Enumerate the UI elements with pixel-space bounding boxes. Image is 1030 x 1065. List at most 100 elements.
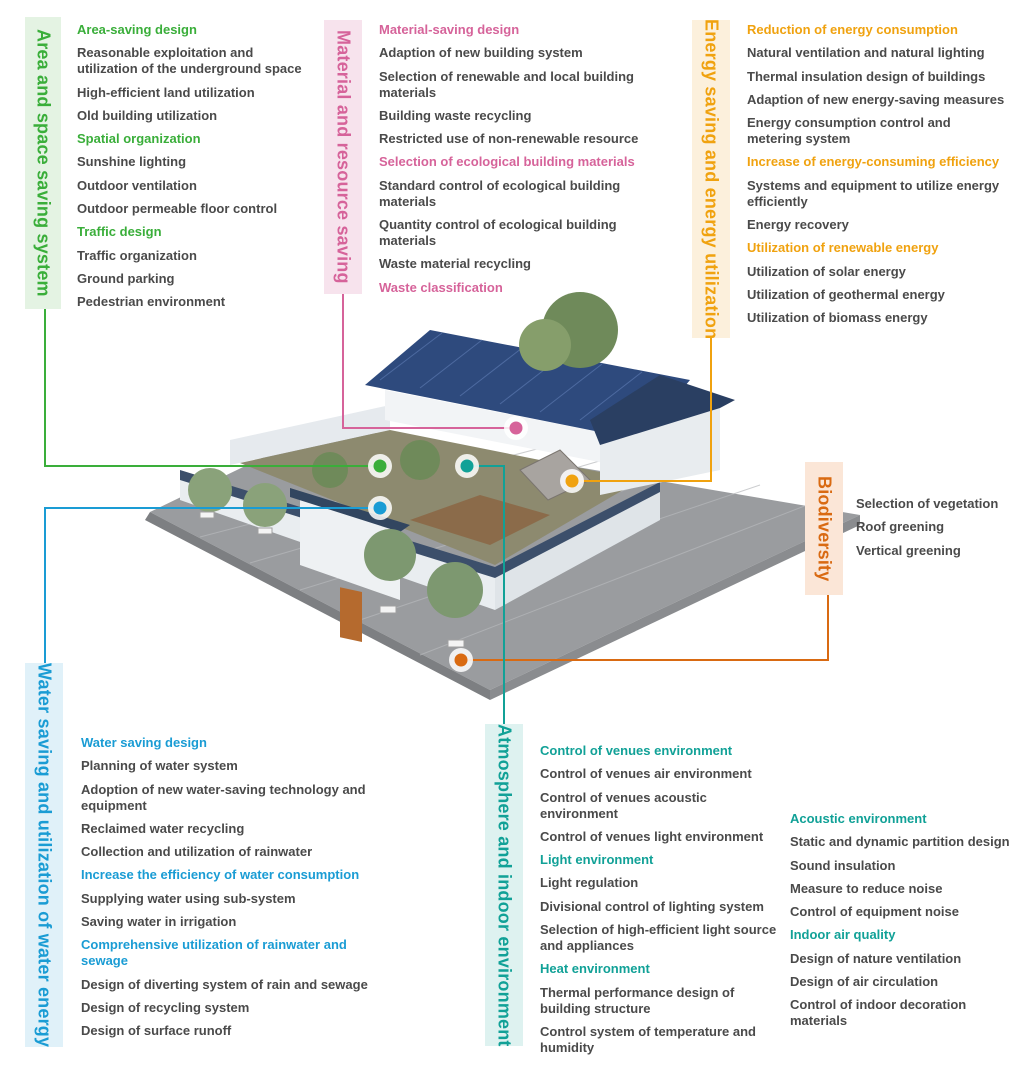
list-item: Saving water in irrigation — [81, 914, 237, 930]
energy-title: Energy saving and energy utilization — [701, 18, 722, 340]
left-wall — [230, 405, 390, 465]
atmos-title: Atmosphere and indoor environment — [494, 723, 515, 1047]
list-item: Natural ventilation and natural lighting — [747, 45, 985, 61]
wooden-door — [340, 587, 362, 642]
timber-deck — [410, 495, 550, 545]
category-heading: Increase the efficiency of water consump… — [81, 867, 360, 883]
category-heading: Traffic design — [77, 224, 162, 240]
area-connector-line — [44, 308, 380, 467]
list-item: Control of venues acoustic environment — [540, 789, 707, 821]
category-heading: Heat environment — [540, 961, 650, 977]
list-item: Thermal insulation design of buildings — [747, 68, 986, 84]
right-wall-cap — [495, 482, 660, 578]
list-item: Static and dynamic partition design — [790, 834, 1010, 850]
category-heading: Reduction of energy consumption — [747, 22, 958, 37]
list-item: Control of venues light environment — [540, 828, 764, 844]
water-connector-line — [44, 507, 380, 664]
list-item: Control of equipment noise — [790, 904, 959, 920]
tree-planters — [199, 511, 465, 648]
list-item: Energy consumption control and metering … — [747, 115, 951, 147]
list-item: Measure to reduce noise — [790, 880, 943, 896]
water-title-panel: Water saving and utilization of water en… — [25, 663, 63, 1047]
right-wall — [495, 490, 660, 610]
ground-edge — [145, 512, 490, 700]
area-title-panel: Area and space saving system — [25, 17, 61, 309]
list-item: Control of indoor decoration materials — [790, 997, 967, 1029]
roof-tiles — [379, 332, 673, 429]
list-item: Outdoor permeable floor control — [77, 201, 278, 217]
list-item: Utilization of biomass energy — [747, 310, 928, 326]
ground-edge-right — [490, 515, 860, 700]
list-item: Design of diverting system of rain and s… — [81, 976, 368, 992]
category-heading: Selection of ecological building materia… — [379, 154, 635, 170]
category-heading: Control of venues environment — [540, 743, 733, 758]
list-item: Adaption of new building system — [379, 45, 583, 61]
list-item: Pedestrian environment — [77, 294, 226, 310]
material-title-panel: Material and resource saving — [324, 20, 362, 294]
bio-connector-line — [461, 595, 829, 661]
category-heading: Acoustic environment — [790, 811, 927, 826]
area-title: Area and space saving system — [33, 29, 54, 297]
list-item: Selection of high-efficient light source… — [540, 922, 777, 954]
list-item: Thermal performance design of building s… — [540, 984, 735, 1016]
energy-connector-line — [572, 338, 712, 482]
list-item: Light regulation — [540, 875, 639, 891]
list-item: High-efficient land utilization — [77, 84, 255, 100]
list-item: Design of nature ventilation — [790, 950, 962, 966]
atmos-title-panel: Atmosphere and indoor environment — [485, 724, 523, 1046]
list-item: Standard control of ecological building … — [379, 177, 621, 209]
trees — [188, 292, 618, 618]
list-item: Selection of renewable and local buildin… — [379, 68, 634, 100]
list-item: Design of air circulation — [790, 974, 939, 990]
list-item: Divisional control of lighting system — [540, 898, 764, 914]
list-item: Collection and utilization of rainwater — [81, 844, 313, 860]
list-item: Selection of vegetation — [856, 496, 999, 511]
category-heading: Water saving design — [81, 735, 207, 750]
list-item: Old building utilization — [77, 107, 218, 123]
list-item: Outdoor ventilation — [77, 177, 197, 193]
list-item: Control of venues air environment — [540, 766, 752, 782]
list-item: Utilization of solar energy — [747, 263, 906, 279]
list-item: Design of surface runoff — [81, 1023, 232, 1039]
list-item: Waste material recycling — [379, 256, 531, 272]
list-item: Energy recovery — [747, 217, 849, 233]
category-heading: Spatial organization — [77, 131, 201, 147]
bio-title-panel: Biodiversity — [805, 462, 843, 595]
list-item: Systems and equipment to utilize energy … — [747, 177, 1000, 209]
marker-dots — [368, 416, 584, 672]
list-item: Supplying water using sub-system — [81, 890, 296, 906]
list-item: Adoption of new water-saving technology … — [81, 781, 366, 813]
side-wing-wall — [600, 400, 720, 495]
category-heading: Waste classification — [379, 279, 503, 295]
gate-roof — [290, 488, 410, 532]
atmos-connector-line — [467, 465, 505, 724]
water-title: Water saving and utilization of water en… — [34, 662, 55, 1048]
material-title: Material and resource saving — [333, 30, 354, 284]
material-connector-line — [342, 293, 516, 429]
side-wing-roof — [590, 375, 735, 445]
category-heading: Light environment — [540, 852, 654, 868]
list-item: Vertical greening — [856, 542, 961, 558]
list-item: Utilization of geothermal energy — [747, 286, 945, 302]
list-item: Ground parking — [77, 270, 175, 286]
list-item: Traffic organization — [77, 247, 197, 263]
list-item: Sunshine lighting — [77, 154, 187, 170]
bio-title: Biodiversity — [814, 475, 835, 582]
category-heading: Utilization of renewable energy — [747, 240, 939, 256]
energy-title-panel: Energy saving and energy utilization — [692, 18, 730, 340]
category-heading: Indoor air quality — [790, 927, 896, 943]
category-heading: Material-saving design — [379, 22, 520, 37]
list-item: Quantity control of ecological building … — [379, 217, 617, 249]
list-item: Sound insulation — [790, 857, 896, 873]
list-item: Control system of temperature and humidi… — [540, 1023, 756, 1055]
list-item: Adaption of new energy-saving measures — [747, 91, 1005, 107]
list-item: Building waste recycling — [379, 107, 532, 123]
category-heading: Area-saving design — [77, 22, 197, 37]
